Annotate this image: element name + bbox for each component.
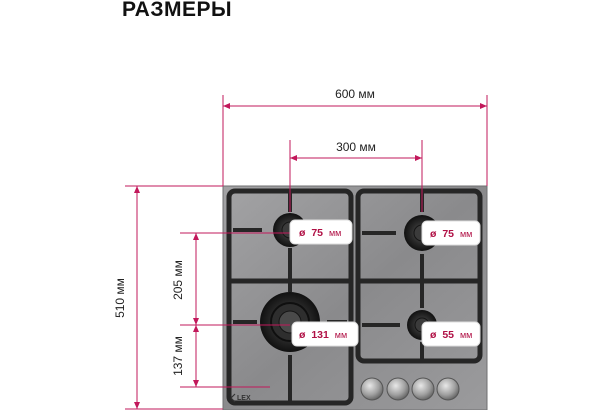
grate-right	[355, 188, 483, 364]
dim-label-width: 600 мм	[335, 87, 375, 101]
knob-1[interactable]	[360, 377, 384, 401]
dim-label-spacing: 300 мм	[336, 140, 376, 154]
knob-4[interactable]	[436, 377, 460, 401]
diameter-unit: мм	[460, 229, 472, 239]
dim-label-depth: 510 мм	[113, 278, 127, 318]
diameter-unit: мм	[329, 228, 341, 238]
diameter-symbol: ø	[430, 228, 437, 240]
page-title: РАЗМЕРЫ	[122, 0, 233, 21]
badge-top-left: ø 75 мм	[289, 219, 353, 245]
diameter-value: 55	[442, 329, 454, 341]
dimension-lines	[125, 95, 488, 410]
brand-logo: LEX	[230, 393, 251, 403]
control-knobs	[360, 377, 460, 401]
knob-3[interactable]	[411, 377, 435, 401]
brand-text: LEX	[237, 395, 251, 402]
dim-label-lower-offset: 137 мм	[171, 336, 185, 376]
dim-label-upper-offset: 205 мм	[171, 260, 185, 300]
diameter-unit: мм	[335, 330, 347, 340]
knob-2[interactable]	[386, 377, 410, 401]
diameter-symbol: ø	[430, 329, 437, 341]
diameter-value: 131	[311, 329, 329, 341]
svg-text:ø 55 мм: ø 55 мм	[430, 329, 472, 341]
diameter-value: 75	[311, 227, 323, 239]
diameter-symbol: ø	[299, 227, 306, 239]
steel-surface	[223, 186, 487, 410]
hob-panel	[222, 185, 488, 410]
diameter-symbol: ø	[299, 329, 306, 341]
badge-top-right: ø 75 мм	[421, 220, 481, 246]
diameter-unit: мм	[460, 330, 472, 340]
diameter-value: 75	[442, 228, 454, 240]
badge-bottom-left: ø 131 мм	[291, 321, 359, 347]
svg-text:ø 75 мм: ø 75 мм	[430, 228, 472, 240]
svg-text:ø 131 мм: ø 131 мм	[299, 329, 347, 341]
lex-mark-icon	[230, 393, 236, 403]
badge-bottom-right: ø 55 мм	[421, 321, 481, 347]
svg-text:ø 75 мм: ø 75 мм	[299, 227, 341, 239]
panel-border	[222, 185, 488, 410]
